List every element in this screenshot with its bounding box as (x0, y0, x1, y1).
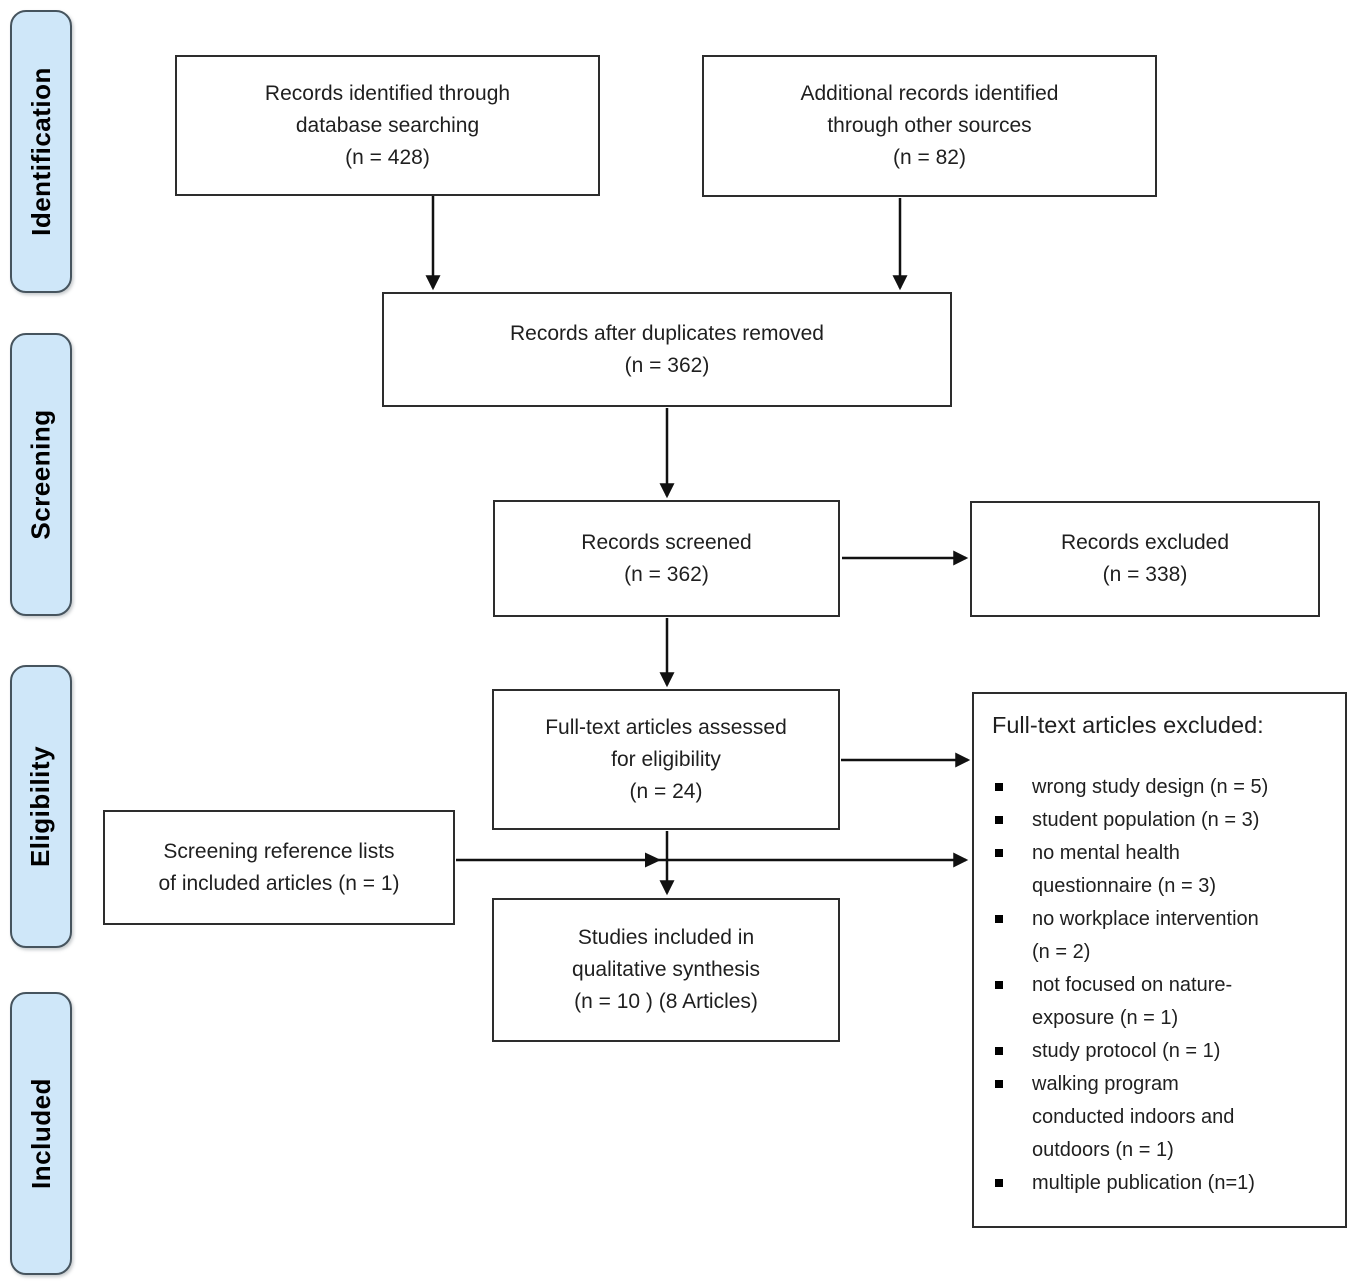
stage-eligibility: Eligibility (10, 665, 72, 948)
arrowhead-reference-lists-mid (645, 852, 661, 868)
box-fulltext-excluded-title: Full-text articles excluded: (992, 712, 1264, 738)
box-records-identified-count: (n = 428) (345, 145, 430, 169)
box-additional-records-text: Additional records identified through ot… (800, 82, 1059, 137)
box-fulltext-excluded: Full-text articles excluded: wrong study… (972, 692, 1347, 1228)
box-additional-records-count: (n = 82) (893, 146, 966, 169)
excluded-reason-item: student population (n = 3) (974, 804, 1337, 837)
box-records-identified-text: Records identified through database sear… (264, 81, 511, 137)
excluded-reason-item: no mental health questionnaire (n = 3) (974, 837, 1337, 903)
box-additional-records: Additional records identified through ot… (702, 55, 1157, 197)
stage-label-identification: Identification (25, 67, 56, 236)
stage-identification: Identification (10, 10, 72, 293)
excluded-reason-item: wrong study design (n = 5) (974, 771, 1337, 804)
stage-label-included: Included (25, 1078, 56, 1189)
box-fulltext-assessed: Full-text articles assessed for eligibil… (492, 689, 840, 830)
box-records-excluded-text: Records excluded (1060, 531, 1230, 554)
box-records-screened-text: Records screened (581, 530, 752, 554)
excluded-reason-item: walking program conducted indoors and ou… (974, 1068, 1337, 1167)
excluded-reason-item: no workplace intervention (n = 2) (974, 903, 1337, 969)
box-records-excluded: Records excluded (n = 338) (970, 501, 1320, 617)
box-records-screened: Records screened (n = 362) (493, 500, 840, 617)
box-reference-lists: Screening reference lists of included ar… (103, 810, 455, 925)
stage-screening: Screening (10, 333, 72, 616)
excluded-reason-item: not focused on nature- exposure (n = 1) (974, 969, 1337, 1035)
box-records-screened-count: (n = 362) (624, 562, 709, 586)
box-studies-included: Studies included in qualitative synthesi… (492, 898, 840, 1042)
stage-included: Included (10, 992, 72, 1275)
box-fulltext-assessed-text: Full-text articles assessed for eligibil… (545, 715, 787, 771)
stage-label-eligibility: Eligibility (25, 745, 56, 868)
excluded-reason-item: multiple publication (n=1) (974, 1167, 1337, 1200)
stage-label-screening: Screening (25, 409, 56, 540)
box-reference-lists-text: Screening reference lists of included ar… (158, 839, 400, 895)
excluded-reason-item: study protocol (n = 1) (974, 1035, 1337, 1068)
box-duplicates-removed-count: (n = 362) (624, 353, 710, 377)
box-records-identified: Records identified through database sear… (175, 55, 600, 196)
box-duplicates-removed: Records after duplicates removed (n = 36… (382, 292, 952, 407)
box-fulltext-assessed-count: (n = 24) (629, 779, 703, 803)
box-studies-included-text: Studies included in qualitative synthesi… (572, 926, 760, 981)
box-studies-included-count: (n = 10 ) (8 Articles) (574, 990, 758, 1013)
box-records-excluded-count: (n = 338) (1102, 563, 1188, 586)
excluded-reason-list: wrong study design (n = 5) student popul… (974, 771, 1345, 1200)
box-duplicates-removed-text: Records after duplicates removed (510, 321, 824, 345)
